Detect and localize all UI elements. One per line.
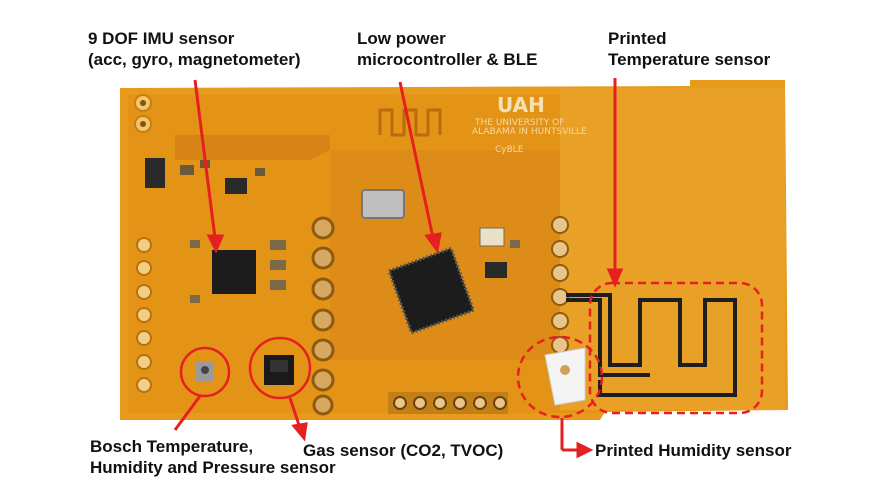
temperature-sensor-label: Printed Temperature sensor bbox=[608, 28, 770, 70]
ble-antenna bbox=[378, 108, 442, 137]
humidity-label-line1: Printed Humidity sensor bbox=[595, 441, 792, 460]
board-university-line1: THE UNIVERSITY OF bbox=[474, 118, 564, 128]
crystal-oscillator bbox=[361, 189, 405, 219]
mounting-holes bbox=[134, 94, 152, 133]
mcu-label: Low power microcontroller & BLE bbox=[357, 28, 537, 70]
bosch-label-line2: Humidity and Pressure sensor bbox=[90, 458, 336, 477]
board-logo: UAH bbox=[497, 93, 545, 117]
board-university-line2: ALABAMA IN HUNTSVILLE bbox=[472, 127, 587, 137]
temp-label-line2: Temperature sensor bbox=[608, 50, 771, 69]
imu-label-line2: (acc, gyro, magnetometer) bbox=[88, 50, 301, 69]
mcu-chip bbox=[387, 246, 476, 335]
annotation-markers bbox=[179, 281, 764, 419]
right-pads bbox=[551, 216, 569, 354]
bottom-pads bbox=[388, 392, 508, 414]
bosch-label-line1: Bosch Temperature, bbox=[90, 437, 254, 456]
pcb-board bbox=[120, 80, 788, 420]
humidity-sensor-label: Printed Humidity sensor bbox=[595, 440, 791, 461]
printed-temperature-trace bbox=[566, 293, 737, 397]
gas-sensor-label: Gas sensor (CO2, TVOC) bbox=[303, 440, 503, 461]
bosch-sensor-label: Bosch Temperature, Humidity and Pressure… bbox=[90, 436, 336, 478]
imu-sensor-label: 9 DOF IMU sensor (acc, gyro, magnetomete… bbox=[88, 28, 301, 70]
temp-label-line1: Printed bbox=[608, 29, 667, 48]
mcu-label-line1: Low power bbox=[357, 29, 446, 48]
imu-chip bbox=[212, 250, 256, 294]
gas-label-line1: Gas sensor (CO2, TVOC) bbox=[303, 441, 504, 460]
mcu-label-line2: microcontroller & BLE bbox=[357, 50, 538, 69]
annotation-arrows bbox=[173, 78, 624, 459]
middle-pads bbox=[311, 216, 335, 416]
board-product-name: CyBLE bbox=[495, 145, 524, 155]
humidity-sensor-body bbox=[544, 347, 586, 406]
bosch-sensor-chip bbox=[196, 362, 214, 382]
gas-sensor-chip bbox=[264, 355, 294, 385]
imu-label-line1: 9 DOF IMU sensor bbox=[88, 29, 235, 48]
left-header-pins bbox=[136, 237, 152, 393]
